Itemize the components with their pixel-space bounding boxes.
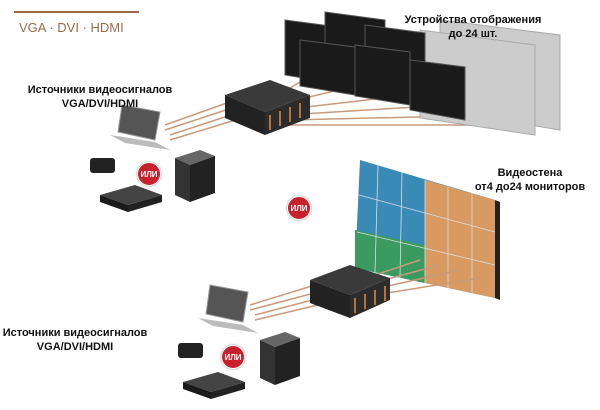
bottom-matrix-switch [310,265,390,318]
top-sources-label: Источники видеосигналов VGA/DVI/HDMI [5,83,195,111]
videowall-line1: Видеостена [497,167,563,179]
top-sources-line1: Источники видеосигналов [27,84,173,96]
top-camera [90,158,115,173]
displays-label-line2: до 24 шт. [448,28,498,40]
top-bluray-player [100,185,162,212]
bottom-sources-line2: VGA/DVI/HDMI [36,341,114,353]
bottom-camera [178,343,203,358]
displays-label: Устройства отображения до 24 шт. [388,13,558,41]
bottom-sources-line1: Источники видеосигналов [2,327,148,339]
videowall-label: Видеостена от4 до24 мониторов [455,166,600,194]
top-or-badge: ИЛИ [137,162,161,186]
bottom-or-badge: ИЛИ [221,345,245,369]
header-title: VGA · DVI · HDMI [19,20,124,35]
displays-label-line1: Устройства отображения [404,14,542,26]
bottom-pc-tower [260,332,300,385]
bottom-bluray-player [183,372,245,399]
bottom-sources-label: Источники видеосигналов VGA/DVI/HDMI [0,326,150,354]
header-rule [14,11,139,13]
top-sources-line2: VGA/DVI/HDMI [61,98,139,110]
bottom-laptop [198,284,258,333]
video-wall [355,160,500,300]
display-monitors [284,11,561,136]
videowall-line2: от4 до24 мониторов [474,181,586,193]
top-pc-tower [175,150,215,202]
center-or-badge: ИЛИ [287,196,311,220]
top-laptop [110,104,170,150]
top-matrix-switch [225,80,310,135]
